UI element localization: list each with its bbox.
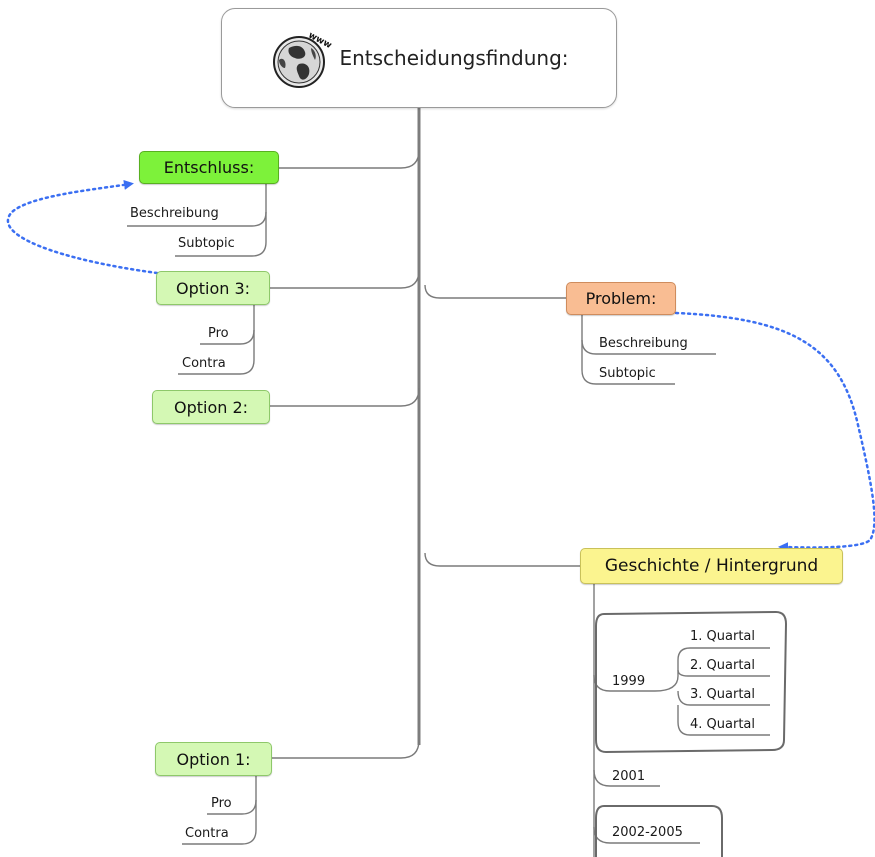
quarter-4[interactable]: 4. Quartal: [690, 717, 755, 732]
topic-option3[interactable]: Option 3:: [156, 271, 270, 305]
topic-entschluss[interactable]: Entschluss:: [139, 151, 279, 184]
quarter-3[interactable]: 3. Quartal: [690, 687, 755, 702]
subtopic-option1-contra[interactable]: Contra: [185, 826, 229, 841]
central-topic-title: Entscheidungsfindung:: [339, 46, 569, 70]
subtopic-option3-contra[interactable]: Contra: [182, 356, 226, 371]
quarter-1[interactable]: 1. Quartal: [690, 629, 755, 644]
topic-geschichte[interactable]: Geschichte / Hintergrund: [580, 548, 843, 584]
subtopic-entschluss-subtopic[interactable]: Subtopic: [178, 236, 235, 251]
topic-problem[interactable]: Problem:: [566, 282, 676, 315]
branch-geschichte: [424, 552, 580, 567]
relationship-problem-to-geschichte: [674, 311, 875, 553]
branch-option1: [272, 739, 420, 759]
year-2001[interactable]: 2001: [612, 769, 646, 784]
relationship-option3-to-entschluss: [6, 179, 159, 275]
central-topic[interactable]: www Entscheidungsfindung:: [221, 8, 617, 108]
topic-option2[interactable]: Option 2:: [152, 390, 270, 424]
globe-icon: www: [269, 26, 334, 90]
subtopic-problem-subtopic[interactable]: Subtopic: [599, 366, 656, 381]
branch-option3: [270, 269, 420, 289]
branch-problem: [424, 284, 566, 299]
subtopic-entschluss-beschreibung[interactable]: Beschreibung: [130, 206, 219, 221]
quarter-2[interactable]: 2. Quartal: [690, 658, 755, 673]
topic-option1[interactable]: Option 1:: [155, 742, 272, 776]
subtopic-option1-pro[interactable]: Pro: [211, 796, 232, 811]
branch-option2: [270, 387, 420, 407]
boundary-2002-2005: [595, 805, 723, 857]
branch-entschluss: [278, 149, 420, 169]
year-2002-2005[interactable]: 2002-2005: [612, 825, 683, 840]
year-1999[interactable]: 1999: [612, 674, 646, 689]
subtopic-option3-pro[interactable]: Pro: [208, 326, 229, 341]
boundary-1999: [595, 610, 788, 754]
subtopic-problem-beschreibung[interactable]: Beschreibung: [599, 336, 688, 351]
